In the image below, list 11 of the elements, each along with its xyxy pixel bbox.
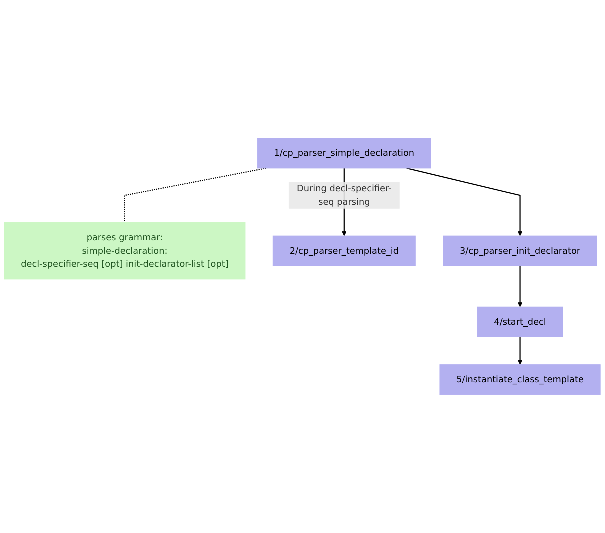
node-box: 5/instantiate_class_template [440, 364, 601, 395]
arrow [518, 266, 523, 308]
arrow [518, 336, 523, 365]
connector [124, 168, 267, 223]
node-box: parses grammar: simple-declaration: decl-specifier-seq [opt] init-declarator-list [opt] [4, 222, 246, 280]
node-box: 4/start_decl [477, 306, 564, 338]
edge-label: During decl-specifier-seq parsing [297, 183, 392, 208]
node-box: 2/cp_parser_template_id [272, 236, 416, 266]
node-box: 1/cp_parser_simple_declaration [257, 138, 432, 169]
node-box: 3/cp_parser_init_declarator [443, 236, 598, 266]
arrow [406, 168, 523, 236]
